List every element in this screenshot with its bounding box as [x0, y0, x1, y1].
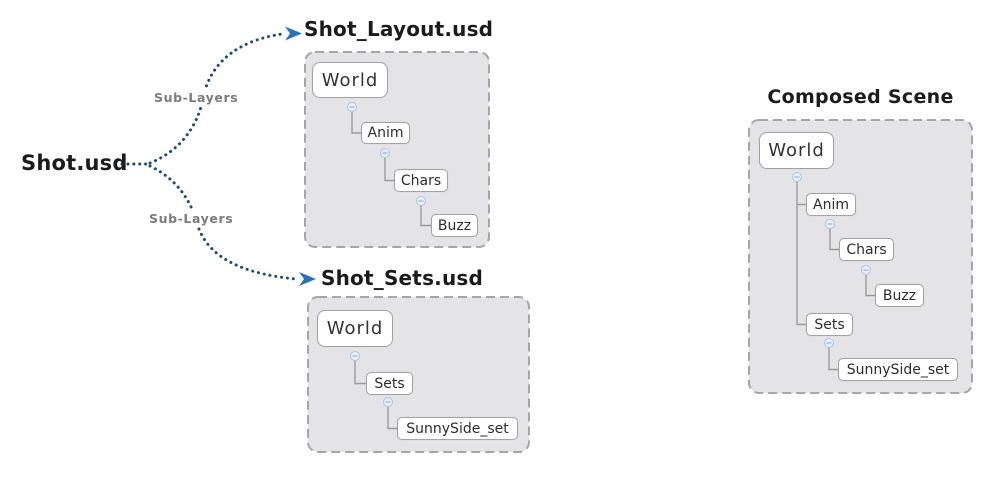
sublayer-arrow-top	[120, 26, 302, 166]
collapse-minus-icon	[824, 338, 834, 348]
shot-sets-connectors	[350, 351, 397, 430]
shot-layout-node-chars: Chars	[394, 169, 448, 192]
shot-layout-node-buzz: Buzz	[431, 214, 478, 237]
collapse-minus-icon	[347, 102, 357, 112]
collapse-minus-icon	[383, 397, 393, 407]
shot-layout-connectors	[347, 102, 431, 227]
panel-shot-layout	[304, 51, 490, 248]
collapse-minus-icon	[350, 351, 360, 361]
shot-sets-node-world: World	[317, 310, 393, 347]
shot-sets-node-sunnyside-set: SunnySide_set	[397, 417, 518, 440]
shot-sets-title: Shot_Sets.usd	[321, 266, 484, 290]
collapse-minus-icon	[792, 172, 802, 182]
collapse-minus-icon	[380, 148, 390, 158]
composed-node-chars: Chars	[839, 238, 894, 261]
composed-node-sunnyside-set: SunnySide_set	[838, 358, 958, 381]
composed-node-anim: Anim	[806, 193, 856, 216]
sublayer-arrow-bottom	[148, 164, 316, 286]
composed-node-sets: Sets	[806, 313, 853, 336]
shot-layout-node-anim: Anim	[361, 122, 410, 144]
collapse-minus-icon	[416, 196, 426, 206]
shot-layout-node-world: World	[312, 62, 388, 98]
collapse-minus-icon	[861, 265, 871, 275]
sublayer-label-bottom: Sub-Layers	[146, 210, 237, 227]
shot-layout-title: Shot_Layout.usd	[304, 17, 494, 41]
composed-scene-title: Composed Scene	[767, 86, 954, 108]
composed-node-buzz: Buzz	[875, 284, 924, 307]
sublayer-label-top: Sub-Layers	[151, 89, 242, 106]
composed-node-world: World	[759, 132, 834, 169]
collapse-minus-icon	[825, 219, 835, 229]
shot-sets-node-sets: Sets	[366, 372, 413, 395]
arrowhead-icon	[299, 272, 316, 286]
composed-scene-connectors	[792, 172, 875, 371]
root-file-label: Shot.usd	[21, 151, 128, 175]
arrowhead-icon	[285, 26, 302, 41]
